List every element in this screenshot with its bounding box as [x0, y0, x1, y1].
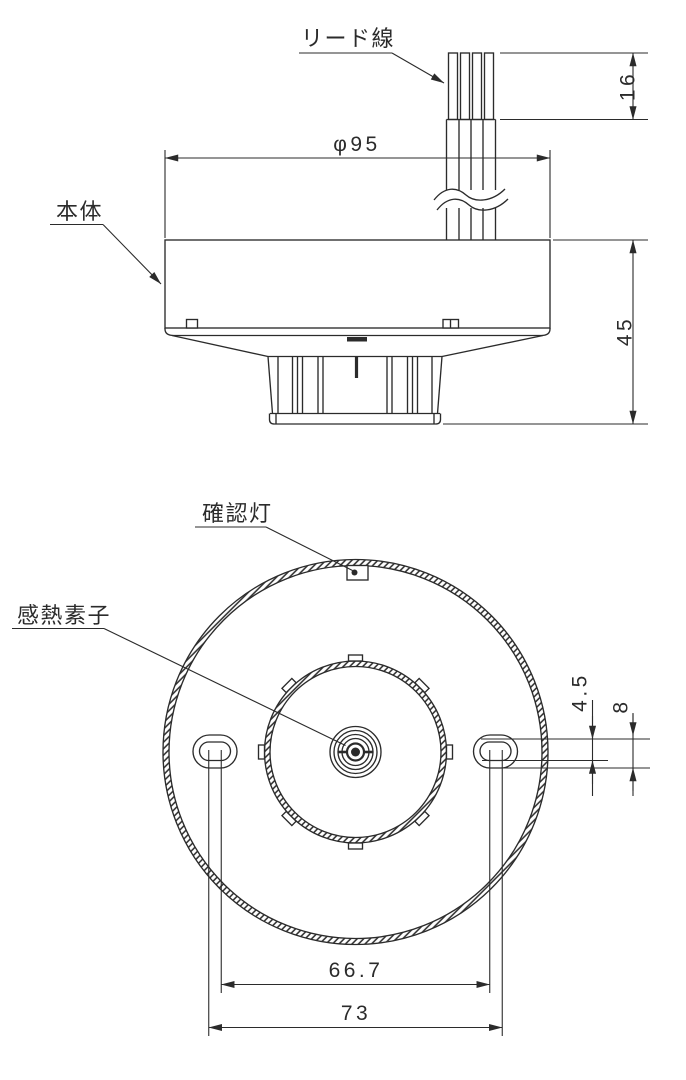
cage-base-ring: [268, 412, 442, 425]
pitch-extension-lines: [208, 750, 503, 1036]
heat-sensing-element-callout: 感熱素子: [12, 603, 346, 746]
confirmation-lamp-callout: 確認灯: [195, 501, 353, 571]
confirmation-lamp-label: 確認灯: [202, 501, 273, 526]
body-taper-right: [441, 334, 544, 358]
confirmation-lamp-leader: [265, 526, 353, 571]
side-view: 16 φ95 45 リード線 本体: [50, 26, 648, 425]
mounting-clip-left: [185, 318, 199, 329]
dim-mounting-pitch-inner: 66.7: [221, 959, 490, 989]
dim-slot-widths: 4.5 8: [481, 672, 650, 796]
rim-center-mark: [347, 337, 367, 342]
cage-slats: [277, 356, 433, 414]
dim-slot-outer-width: 8: [609, 698, 637, 796]
dim-mounting-pitch-outer: 73: [208, 1002, 503, 1032]
dim-slot-outer-width-value: 8: [609, 698, 632, 713]
mounting-slot-left: [192, 734, 238, 769]
body-bottom-rim: [164, 328, 551, 337]
dim-wire-length-value: 16: [616, 71, 639, 101]
body-callout: 本体: [50, 199, 162, 285]
body-label: 本体: [56, 199, 103, 224]
dim-overall-height: 45: [443, 239, 648, 425]
mounting-slot-right: [472, 734, 519, 769]
heat-sensing-element: [329, 725, 382, 779]
sensor-cage-side: [267, 355, 443, 425]
body-leader: [102, 224, 162, 285]
lead-wire-leader: [391, 52, 445, 84]
dim-mounting-pitch-inner-value: 66.7: [329, 959, 384, 982]
wire-sheath: [433, 118, 509, 240]
bottom-view: 4.5 8 66.7 73 確認灯 感熱素子: [12, 501, 650, 1036]
detector-body-outline: [164, 239, 551, 358]
heat-sensing-element-label: 感熱素子: [17, 603, 111, 628]
mounting-clip-right: [442, 318, 460, 329]
dim-overall-height-value: 45: [613, 316, 636, 346]
wire-sheath-lower-segment: [445, 208, 497, 240]
dim-wire-length: 16: [500, 52, 648, 121]
cage-ring-tabs: [257, 654, 454, 850]
wire-sheath-upper-segment: [445, 119, 497, 190]
dim-body-diameter-value: φ95: [333, 133, 380, 156]
body-taper-left: [171, 334, 269, 358]
lead-wire-callout: リード線: [299, 26, 445, 84]
lead-wires: [447, 52, 495, 121]
dim-body-diameter: φ95: [164, 133, 551, 238]
wire-break-symbol: [433, 188, 509, 211]
confirmation-lamp: [346, 564, 369, 581]
dim-mounting-pitch-outer-value: 73: [341, 1002, 371, 1025]
dim-slot-inner-width: 4.5: [568, 672, 597, 796]
heat-sensing-element-leader: [103, 628, 346, 746]
dim-slot-inner-width-value: 4.5: [568, 672, 591, 712]
lead-wire-label: リード線: [301, 26, 395, 51]
confirmation-lamp-dot: [351, 569, 358, 576]
cage-ring: [257, 654, 454, 850]
